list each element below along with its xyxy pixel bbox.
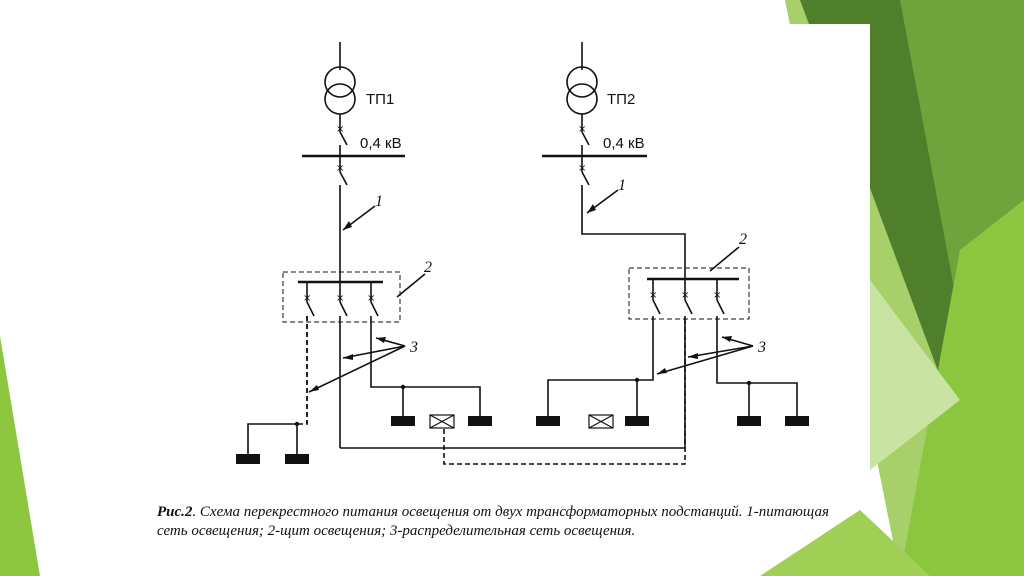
panel-2-switch-2 xyxy=(684,299,693,315)
panel-1-enclosure xyxy=(282,271,401,323)
lamp-load xyxy=(625,416,649,426)
callout-3-left-arrow-b xyxy=(342,345,406,359)
junction-dot xyxy=(294,421,300,427)
tp1-breaker-blade xyxy=(339,131,348,146)
arrowhead xyxy=(587,204,596,213)
callout-2-right: 2 xyxy=(739,231,747,248)
breaker-x-mark: × xyxy=(367,293,375,304)
panel-2-switch-1 xyxy=(652,299,661,315)
lamp-load xyxy=(536,416,560,426)
callout-3-right-arrow-c xyxy=(656,345,754,375)
arrowhead xyxy=(722,336,732,342)
tp1-outgoing-switch xyxy=(339,171,348,186)
arrowhead xyxy=(688,353,698,359)
breaker-x-mark: × xyxy=(578,163,586,174)
breaker-x-mark: × xyxy=(336,124,344,135)
lamp-load xyxy=(737,416,761,426)
panel-1-switch-1 xyxy=(306,301,315,317)
panel-2-group-1-bar xyxy=(547,316,654,416)
panel-2-switch-3 xyxy=(716,299,725,315)
callout-2-left-leader xyxy=(396,273,426,298)
figure-caption-text: . Схема перекрестного питания освещения … xyxy=(157,504,830,539)
lighting-supply-schematic: × × × × × × × × × × xyxy=(236,42,809,465)
lamp-load xyxy=(468,416,492,426)
tp2-voltage-label: 0,4 кВ xyxy=(603,135,645,152)
feeder-2-line xyxy=(581,185,686,288)
panel-1-group-2-bar xyxy=(370,316,481,416)
panel-1-group-1-bar xyxy=(247,423,298,454)
green-triangle-right-light xyxy=(900,200,1024,576)
figure-caption: Рис.2. Схема перекрестного питания освещ… xyxy=(157,503,857,541)
tp2-label: ТП2 xyxy=(607,91,635,108)
callout-3-right-arrow-b xyxy=(687,345,754,358)
callout-3-left: 3 xyxy=(409,339,418,356)
breaker-x-mark: × xyxy=(303,293,311,304)
callout-2-left: 2 xyxy=(424,259,432,276)
schematic-figure: × × × × × × × × × × xyxy=(157,24,870,474)
tp2-winding-lower xyxy=(566,83,598,115)
tp2-outgoing-switch xyxy=(581,171,590,186)
junction-dot xyxy=(400,384,406,390)
breaker-x-mark: × xyxy=(649,290,657,301)
junction-box-cross xyxy=(429,414,455,429)
lamp-load xyxy=(785,416,809,426)
tp1-voltage-label: 0,4 кВ xyxy=(360,135,402,152)
breaker-x-mark: × xyxy=(681,290,689,301)
junction-dot xyxy=(746,380,752,386)
breaker-x-mark: × xyxy=(713,290,721,301)
callout-1-left: 1 xyxy=(375,193,383,210)
tp1-winding-upper xyxy=(324,66,356,98)
arrowhead xyxy=(309,385,319,392)
junction-dot xyxy=(634,377,640,383)
arrowhead xyxy=(343,354,353,360)
breaker-x-mark: × xyxy=(336,293,344,304)
panel-1-switch-3 xyxy=(370,301,379,317)
cross-feed-line-2-to-1 xyxy=(443,319,686,465)
figure-label: Рис.2 xyxy=(157,504,193,520)
callout-3-left-arrow-c xyxy=(308,345,406,393)
panel-2-enclosure xyxy=(628,267,750,320)
callout-3-right: 3 xyxy=(757,339,766,356)
lamp-load xyxy=(285,454,309,464)
tp2-winding-upper xyxy=(566,66,598,98)
green-triangle-bottom xyxy=(760,510,930,576)
tp2-breaker-blade xyxy=(581,131,590,146)
tp1-winding-lower xyxy=(324,83,356,115)
tp1-label: ТП1 xyxy=(366,91,394,108)
cross-feed-line-1-to-2 xyxy=(340,316,686,449)
green-triangle-left xyxy=(0,336,40,576)
green-triangle-right-pale xyxy=(870,280,960,470)
panel-1-switch-2 xyxy=(339,301,348,317)
callout-2-right-leader xyxy=(709,246,740,272)
junction-box-cross xyxy=(588,414,614,429)
lamp-load xyxy=(391,416,415,426)
lamp-load xyxy=(236,454,260,464)
breaker-x-mark: × xyxy=(336,163,344,174)
arrowhead xyxy=(343,221,352,230)
panel-2-group-2-bar xyxy=(716,316,798,416)
breaker-x-mark: × xyxy=(578,124,586,135)
callout-1-right: 1 xyxy=(618,177,626,194)
panel-1-line-dashed xyxy=(297,316,308,425)
arrowhead xyxy=(376,337,386,343)
arrowhead xyxy=(657,368,667,374)
